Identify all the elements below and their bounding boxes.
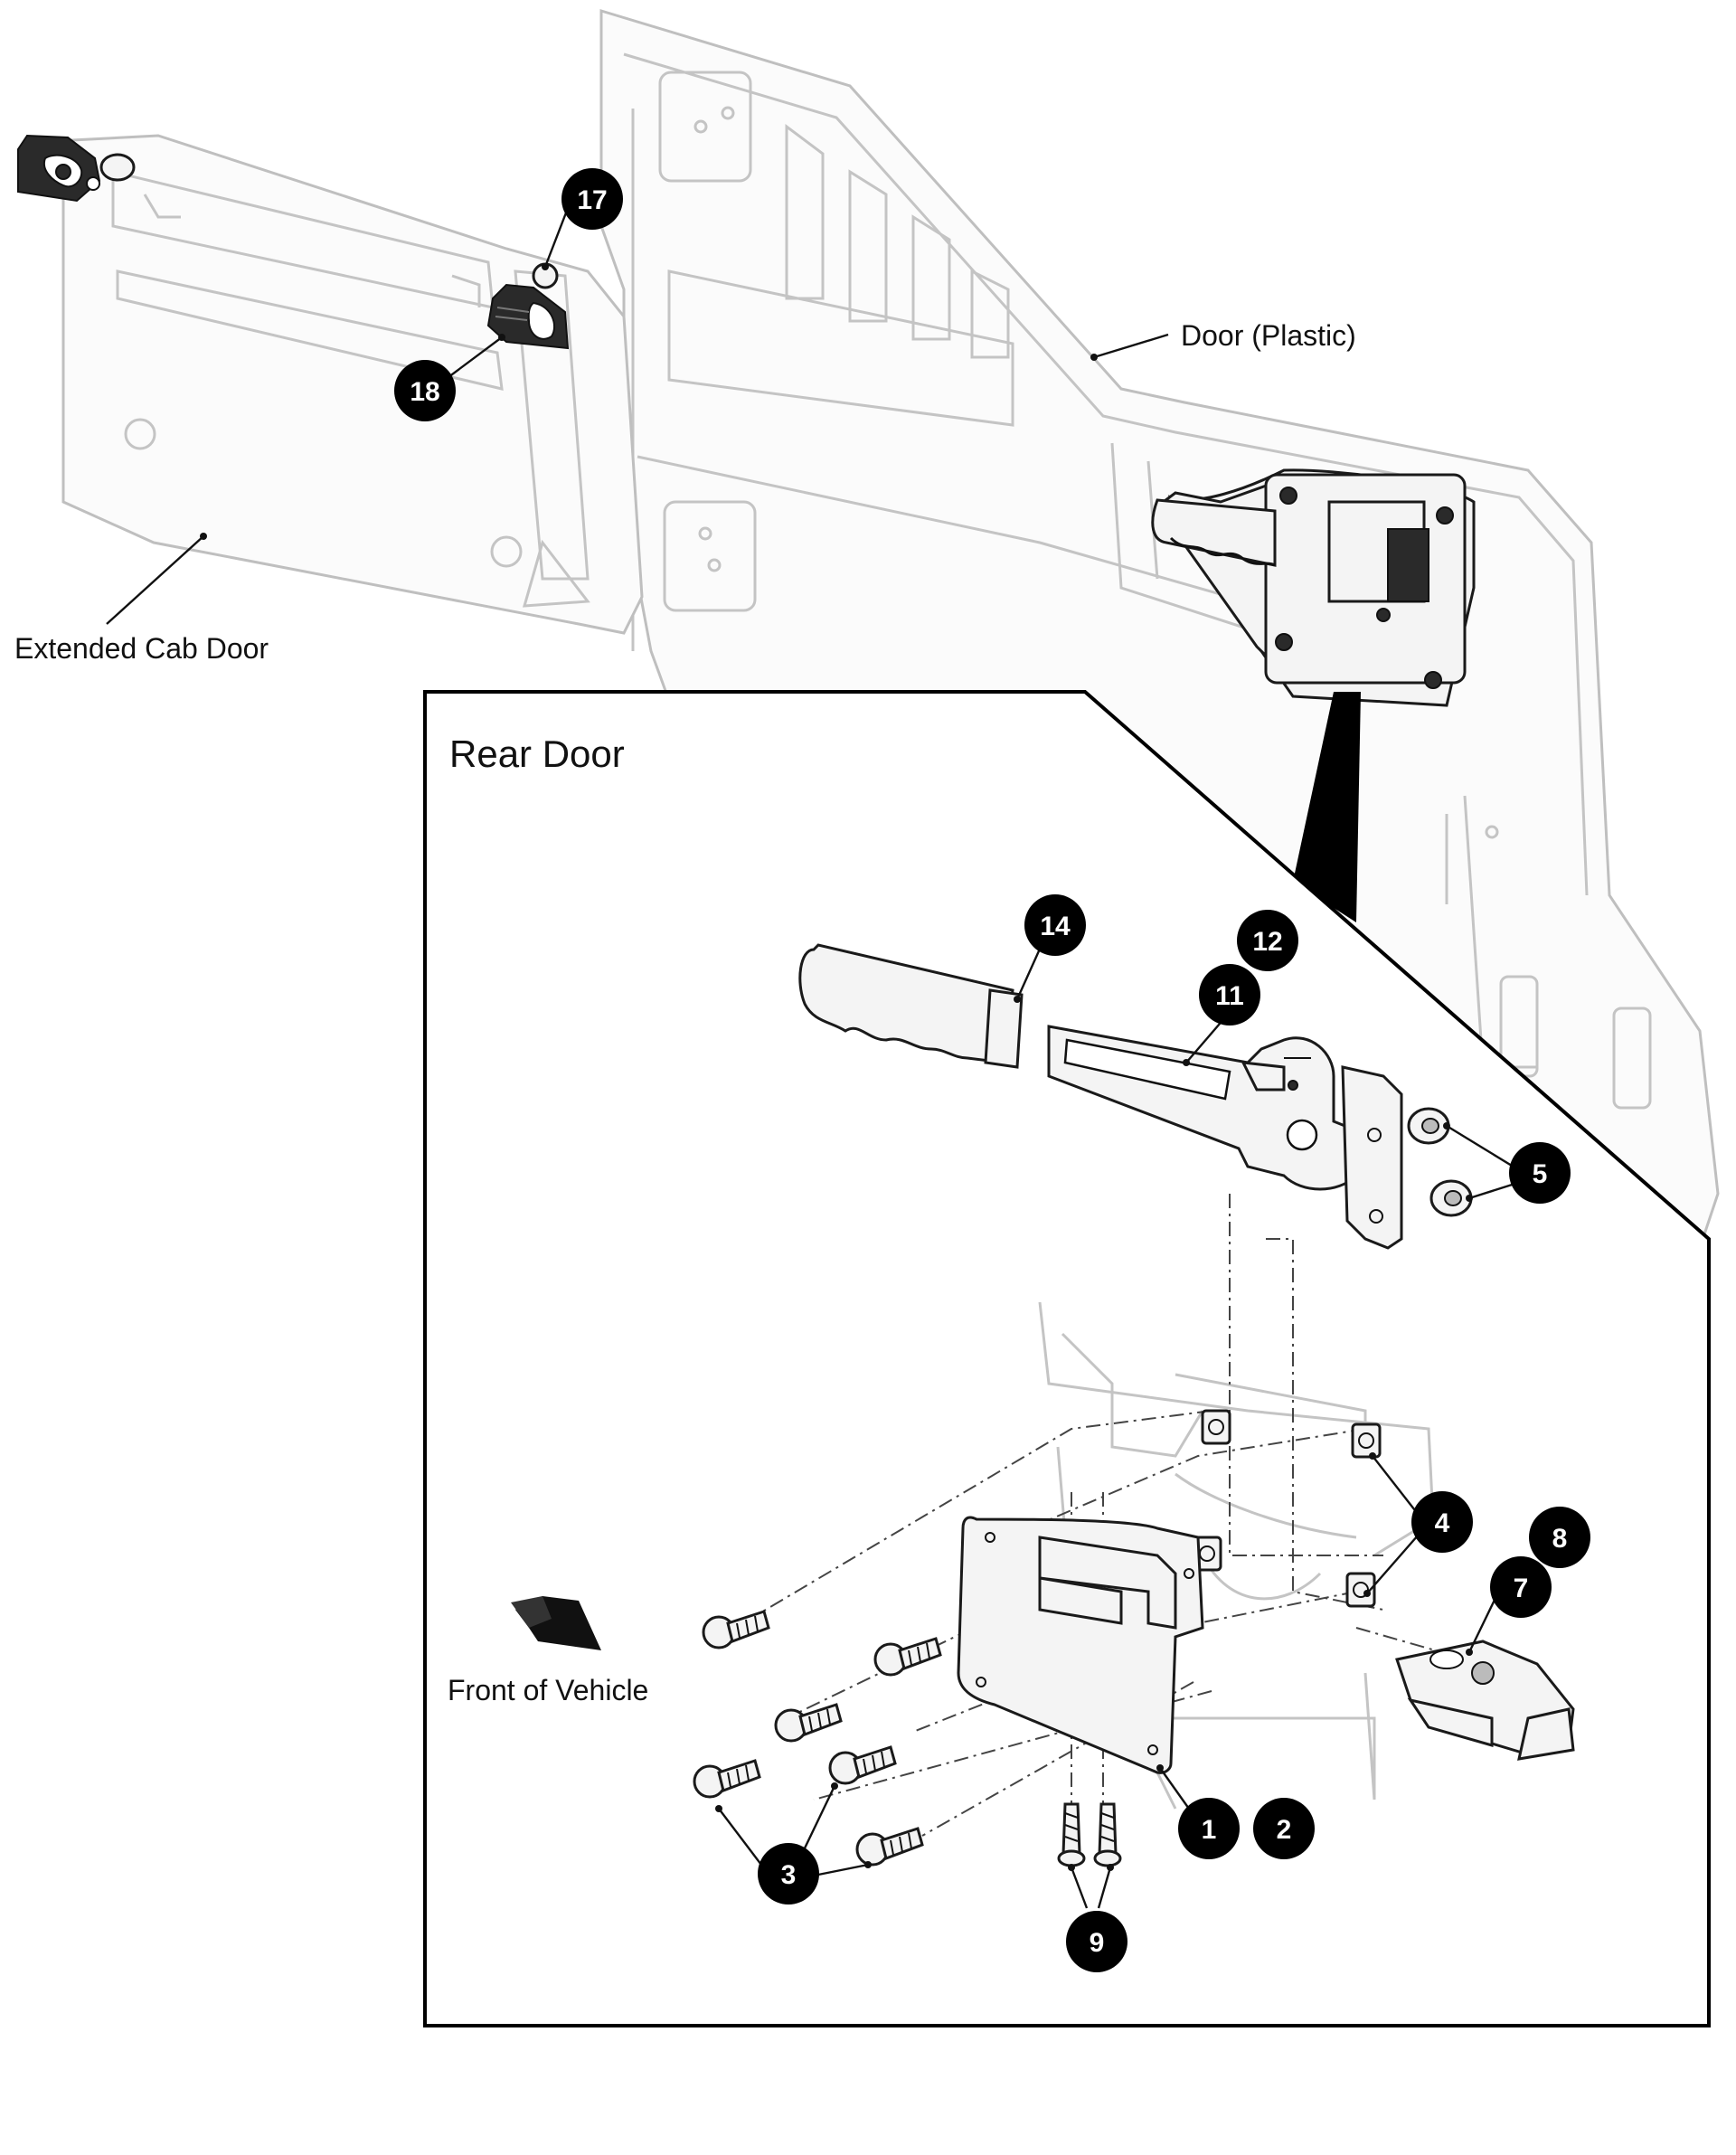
- svg-text:14: 14: [1040, 912, 1071, 941]
- svg-text:9: 9: [1090, 1928, 1105, 1958]
- leader-door-plastic: [1093, 333, 1169, 359]
- key-fob-top-left: [17, 134, 136, 203]
- bolts-9-part: [1057, 1802, 1122, 1867]
- callout-12: 12: [1237, 910, 1298, 971]
- extended-cab-door-label: Extended Cab Door: [14, 632, 269, 665]
- callout-5: 5: [1509, 1142, 1571, 1204]
- leader-18-dot: [498, 334, 505, 341]
- lever-bracket-part: [1341, 1065, 1403, 1250]
- leader-door-plastic-dot: [1090, 354, 1098, 361]
- callout-14: 14: [1024, 894, 1086, 956]
- front-of-vehicle-label: Front of Vehicle: [448, 1674, 648, 1706]
- svg-text:3: 3: [781, 1860, 797, 1890]
- lever-arm-11-part: [1047, 1025, 1358, 1191]
- leader-extended-cab-door: [106, 535, 204, 625]
- front-of-vehicle-arrow-icon: [511, 1596, 601, 1650]
- svg-text:17: 17: [577, 185, 607, 215]
- nuts-5-part: [1407, 1107, 1473, 1217]
- callout-17: 17: [561, 168, 623, 230]
- callout-7: 7: [1490, 1556, 1552, 1618]
- callout-3: 3: [758, 1843, 819, 1905]
- screws-3-part: [693, 1610, 942, 1867]
- svg-text:11: 11: [1215, 981, 1244, 1011]
- callout-1: 1: [1178, 1798, 1240, 1859]
- extended-cab-door-outline: [61, 134, 644, 635]
- rear-door-detail-frame: [423, 690, 1711, 2027]
- rear-door-title: Rear Door: [449, 733, 625, 775]
- svg-text:5: 5: [1533, 1159, 1548, 1189]
- grip-cover-14-part: [798, 943, 1024, 1069]
- svg-text:7: 7: [1514, 1574, 1529, 1603]
- svg-text:2: 2: [1277, 1815, 1292, 1845]
- svg-text:1: 1: [1202, 1815, 1217, 1845]
- svg-text:4: 4: [1435, 1508, 1450, 1538]
- mounting-bracket-1-part: [957, 1516, 1204, 1774]
- callout-9: 9: [1066, 1911, 1127, 1972]
- leader-18: [444, 336, 503, 381]
- svg-text:8: 8: [1552, 1524, 1568, 1554]
- svg-text:12: 12: [1252, 927, 1282, 957]
- callout-18: 18: [394, 360, 456, 421]
- callout-2: 2: [1253, 1798, 1315, 1859]
- latch-7-part: [1395, 1640, 1575, 1761]
- callout-8: 8: [1529, 1507, 1590, 1568]
- svg-text:18: 18: [410, 377, 439, 407]
- door-plastic-label: Door (Plastic): [1181, 319, 1356, 352]
- leader-17-dot: [542, 263, 549, 270]
- key-fob-18-part: [486, 283, 570, 350]
- detail-leaders: [715, 928, 1529, 1909]
- callout-4: 4: [1411, 1491, 1473, 1553]
- callout-11: 11: [1199, 964, 1260, 1026]
- door-handle-upper: [1151, 498, 1277, 567]
- leader-extended-cab-door-dot: [200, 533, 207, 540]
